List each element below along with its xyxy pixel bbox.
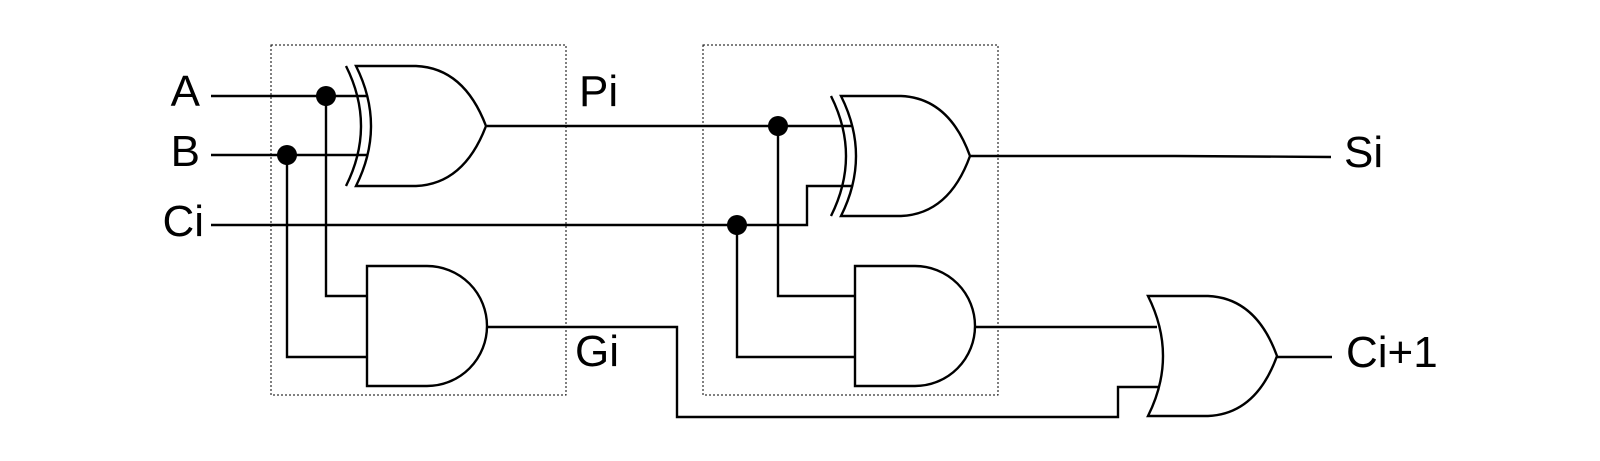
wire-b-to-and1 xyxy=(285,155,367,359)
wire-ci-to-and2 xyxy=(735,225,855,359)
xor-gate-1 xyxy=(344,64,488,188)
junction-dot-pi xyxy=(768,116,788,136)
label-a: A xyxy=(171,67,201,116)
wire-pi-to-and2 xyxy=(776,126,855,298)
and-gate-1 xyxy=(365,264,489,388)
label-pi: Pi xyxy=(579,67,618,116)
half-adder-box-1 xyxy=(270,44,567,396)
junction-dot-a xyxy=(316,86,336,106)
label-si: Si xyxy=(1344,128,1383,177)
label-ci-plus-1: Ci+1 xyxy=(1346,328,1438,377)
xor-gate-2 xyxy=(829,94,972,218)
junction-dot-b xyxy=(277,145,297,165)
junction-dot-ci xyxy=(727,215,747,235)
wire-gi xyxy=(487,325,1158,419)
half-adder-box-2 xyxy=(702,44,999,396)
wire-a-to-and1 xyxy=(324,96,367,298)
wire-ci-to-xor2 xyxy=(211,184,853,227)
label-b: B xyxy=(171,127,200,176)
or-gate xyxy=(1146,294,1279,418)
and-gate-2 xyxy=(853,264,977,388)
label-ci: Ci xyxy=(162,197,204,246)
wire-si xyxy=(967,154,1332,159)
label-gi: Gi xyxy=(575,327,619,376)
